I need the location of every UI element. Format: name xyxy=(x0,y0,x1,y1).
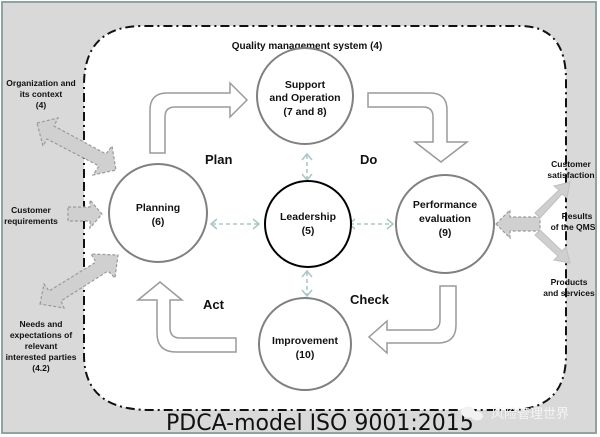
arrow-needs-expectations xyxy=(39,253,119,309)
arrow-customer-requirements xyxy=(67,198,103,230)
phase-plan-label: Plan xyxy=(205,152,233,167)
svg-text:(6): (6) xyxy=(152,216,165,228)
svg-text:(9): (9) xyxy=(439,227,452,239)
wechat-watermark: 风险管理世界 xyxy=(461,406,569,422)
external-arrows-right xyxy=(495,208,541,240)
svg-text:(4.2): (4.2) xyxy=(32,363,50,373)
label-customer-satisfaction: Customer satisfaction xyxy=(547,159,594,180)
arrow-organization-context xyxy=(36,117,117,176)
qms-label: Quality management system (4) xyxy=(232,41,383,52)
svg-text:(4): (4) xyxy=(36,100,47,110)
act-arrow xyxy=(135,281,237,353)
label-results-qms: Results of the QMS xyxy=(551,211,596,232)
svg-text:Products: Products xyxy=(551,277,588,287)
svg-text:Improvement: Improvement xyxy=(272,335,338,347)
wechat-icon xyxy=(461,406,483,421)
svg-text:requirements: requirements xyxy=(4,216,58,226)
svg-text:and services: and services xyxy=(543,288,595,298)
node-support: Support and Operation (7 and 8) xyxy=(256,47,354,145)
arrow-performance-external xyxy=(495,208,541,240)
connector-arrowheads xyxy=(209,152,395,298)
svg-text:Performance: Performance xyxy=(413,199,477,211)
svg-text:Planning: Planning xyxy=(136,202,180,214)
do-arrow xyxy=(367,92,470,163)
svg-text:of the QMS: of the QMS xyxy=(551,222,596,232)
label-customer-requirements: Customer requirements xyxy=(4,205,58,226)
svg-text:interested parties: interested parties xyxy=(6,352,77,362)
svg-text:(10): (10) xyxy=(296,349,315,361)
node-performance: Performance evaluation (9) xyxy=(395,174,495,274)
leadership-connectors xyxy=(212,155,392,295)
svg-text:satisfaction: satisfaction xyxy=(547,170,594,180)
svg-text:(5): (5) xyxy=(302,225,315,237)
phase-check-label: Check xyxy=(350,292,390,307)
svg-text:Needs and: Needs and xyxy=(20,319,63,329)
node-leadership: Leadership (5) xyxy=(264,180,352,268)
svg-text:its context: its context xyxy=(20,89,63,99)
label-needs-expectations: Needs and expectations of relevant inter… xyxy=(6,319,77,373)
node-planning: Planning (6) xyxy=(108,163,208,263)
plan-arrow xyxy=(149,81,249,154)
svg-text:Leadership: Leadership xyxy=(280,211,336,223)
arrow-to-products-services xyxy=(534,229,571,264)
svg-text:Customer: Customer xyxy=(11,205,51,215)
external-arrows-right-solid xyxy=(534,181,571,264)
svg-text:Results: Results xyxy=(562,211,593,221)
phase-act-label: Act xyxy=(203,297,225,312)
svg-text:Support: Support xyxy=(285,79,326,91)
svg-text:and Operation: and Operation xyxy=(269,92,340,104)
diagram-title: PDCA-model ISO 9001:2015 xyxy=(166,411,474,436)
svg-text:Organization and: Organization and xyxy=(6,78,75,88)
external-arrows-left xyxy=(36,117,119,309)
label-products-services: Products and services xyxy=(543,277,595,298)
watermark-text: 风险管理世界 xyxy=(491,407,569,422)
check-arrow xyxy=(367,285,457,355)
svg-text:evaluation: evaluation xyxy=(419,213,471,225)
svg-text:Customer: Customer xyxy=(551,159,591,169)
phase-do-label: Do xyxy=(360,152,377,167)
node-improvement: Improvement (10) xyxy=(258,297,352,391)
svg-text:(7 and 8): (7 and 8) xyxy=(283,106,326,118)
label-organization-context: Organization and its context (4) xyxy=(6,78,75,110)
svg-text:relevant: relevant xyxy=(25,341,58,351)
svg-text:expectations of: expectations of xyxy=(10,330,73,340)
arrow-to-customer-satisfaction xyxy=(534,181,571,219)
